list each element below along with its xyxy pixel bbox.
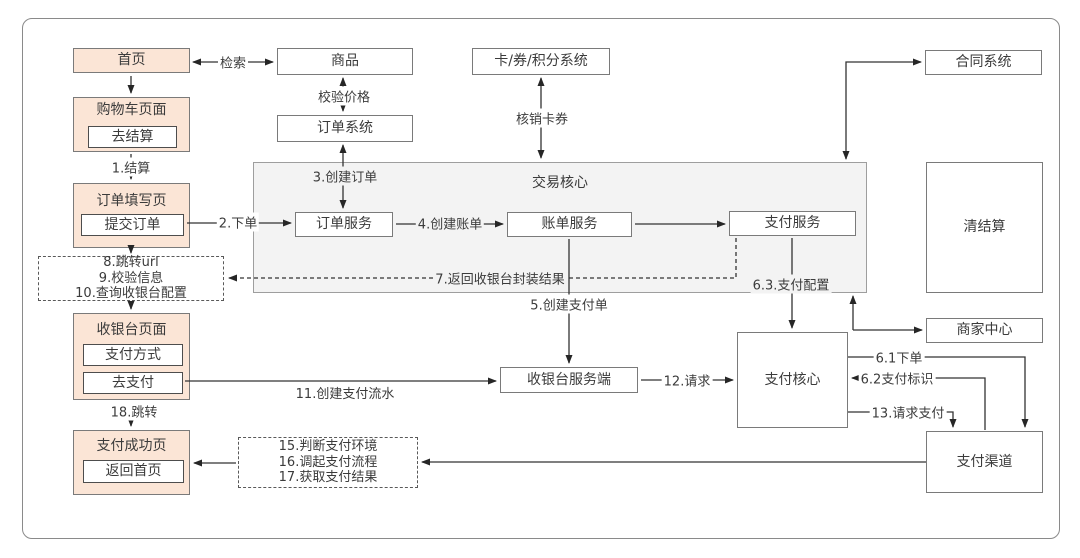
node-redirect-steps: 8.跳转url 9.校验信息 10.查询收银台配置	[38, 255, 224, 302]
submit-order-button: 提交订单	[81, 214, 184, 236]
payment-core-label: 支付核心	[764, 371, 821, 388]
payment-service-label: 支付服务	[764, 215, 821, 231]
label-verify-price: 校验价格	[315, 86, 373, 106]
pay-env-step-16: 16.调起支付流程	[278, 454, 378, 470]
edge-return-result	[228, 238, 737, 282]
label-step6-1: 6.1下单	[873, 347, 925, 367]
node-merchant-center: 商家中心	[926, 318, 1043, 343]
node-contract-system: 合同系统	[925, 50, 1042, 75]
node-clearing-settlement: 清结算	[926, 162, 1043, 293]
diagram-frame	[22, 18, 1060, 539]
node-pay-success-page: 支付成功页 返回首页	[73, 430, 190, 495]
redirect-step-9: 9.校验信息	[98, 270, 164, 286]
edge-core-contract	[842, 58, 922, 160]
pay-method-button: 支付方式	[83, 344, 183, 366]
checkout-button: 去结算	[88, 126, 177, 148]
label-step13: 13.请求支付	[869, 402, 947, 422]
home-page-label: 首页	[117, 52, 146, 68]
node-bill-service: 账单服务	[507, 212, 632, 237]
label-step4: 4.创建账单	[415, 213, 485, 233]
node-order-service: 订单服务	[295, 212, 393, 237]
label-step5: 5.创建支付单	[528, 294, 610, 314]
order-form-page-label: 订单填写页	[96, 193, 167, 209]
redirect-step-8: 8.跳转url	[103, 255, 159, 271]
node-card-coupon-points-system: 卡/券/积分系统	[472, 48, 610, 75]
product-label: 商品	[331, 53, 359, 69]
cart-page-label: 购物车页面	[96, 102, 167, 118]
card-coupon-points-label: 卡/券/积分系统	[494, 53, 588, 69]
transaction-core-title: 交易核心	[532, 175, 588, 191]
payment-channel-label: 支付渠道	[956, 453, 1013, 470]
pay-env-step-15: 15.判断支付环境	[278, 439, 378, 455]
node-payment-channel: 支付渠道	[926, 431, 1043, 493]
node-cart-page: 购物车页面 去结算	[73, 97, 190, 152]
label-step6-2: 6.2支付标识	[858, 368, 936, 388]
node-cashier-page: 收银台页面 支付方式 去支付	[73, 313, 190, 400]
label-step18: 18.跳转	[108, 401, 160, 421]
cashier-server-label: 收银台服务端	[527, 371, 611, 388]
node-product: 商品	[277, 48, 413, 75]
redirect-step-10: 10.查询收银台配置	[75, 286, 187, 302]
node-home-page: 首页	[73, 48, 190, 73]
back-home-button: 返回首页	[83, 460, 184, 483]
cashier-page-label: 收银台页面	[96, 322, 167, 338]
label-step3: 3.创建订单	[310, 166, 380, 186]
label-step11: 11.创建支付流水	[295, 387, 395, 402]
node-order-system: 订单系统	[277, 115, 413, 142]
node-pay-env-steps: 15.判断支付环境 16.调起支付流程 17.获取支付结果	[238, 437, 418, 488]
label-step1: 1.结算	[109, 157, 153, 177]
go-pay-button: 去支付	[83, 372, 183, 394]
order-system-label: 订单系统	[317, 120, 373, 136]
label-step12: 12.请求	[661, 370, 713, 390]
node-payment-core: 支付核心	[737, 332, 848, 428]
node-payment-service: 支付服务	[729, 211, 856, 236]
node-order-form-page: 订单填写页 提交订单	[73, 183, 190, 248]
contract-system-label: 合同系统	[955, 54, 1012, 70]
label-step7: 7.返回收银台封装结果	[433, 268, 567, 288]
label-redeem-coupon: 核销卡券	[513, 108, 571, 128]
order-service-label: 订单服务	[316, 216, 372, 232]
clearing-settlement-label: 清结算	[963, 219, 1006, 235]
pay-env-step-17: 17.获取支付结果	[278, 470, 378, 486]
bill-service-label: 账单服务	[541, 216, 598, 232]
label-search: 检索	[217, 52, 249, 72]
label-step2: 2.下单	[216, 212, 260, 232]
node-cashier-server: 收银台服务端	[500, 367, 638, 393]
pay-success-page-label: 支付成功页	[96, 438, 167, 454]
merchant-center-label: 商家中心	[956, 322, 1013, 338]
label-step6-3: 6.3.支付配置	[750, 274, 832, 294]
